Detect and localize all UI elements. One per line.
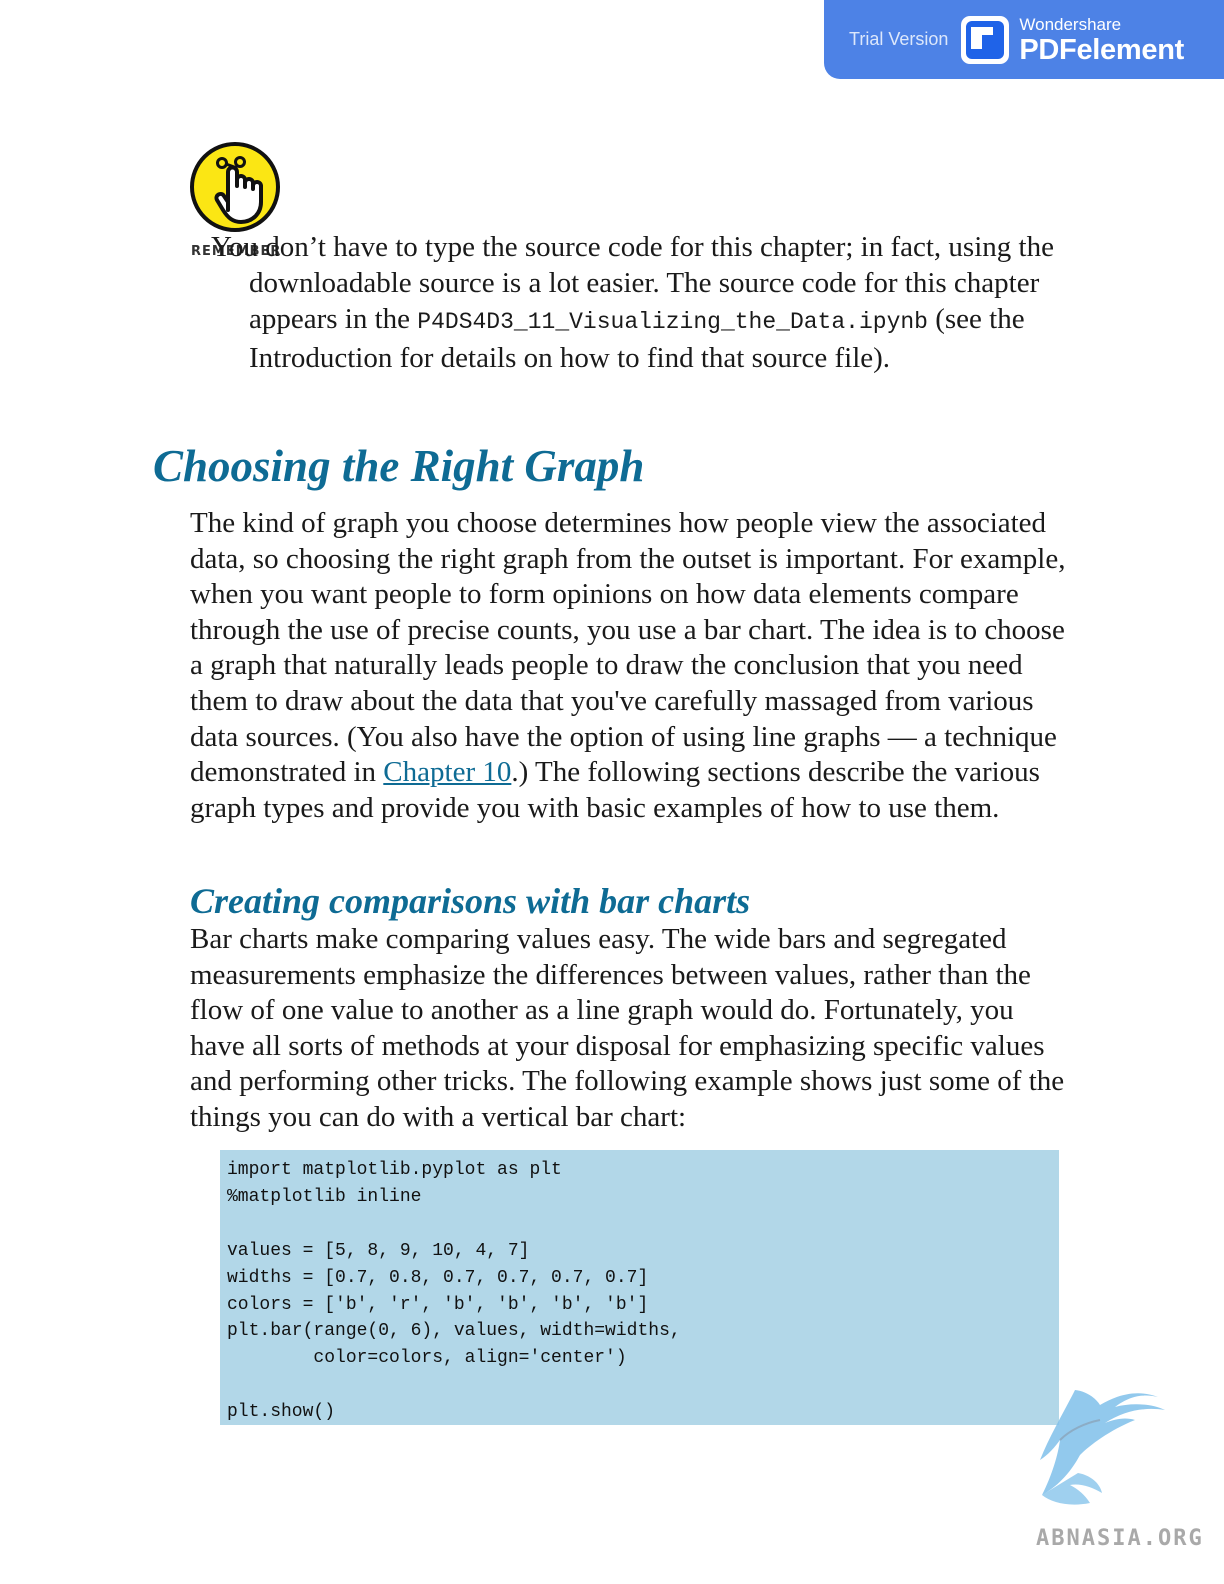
section-heading: Choosing the Right Graph [153, 441, 645, 491]
pdfelement-logo-icon [961, 15, 1010, 64]
code-line: plt.show() [227, 1402, 336, 1422]
chapter-10-link[interactable]: Chapter 10 [383, 756, 512, 789]
watermark-text: ABNASIA.ORG [1036, 1526, 1204, 1551]
subsection-heading: Creating comparisons with bar charts [190, 881, 751, 921]
code-line: colors = ['b', 'r', 'b', 'b', 'b', 'b'] [227, 1295, 649, 1315]
trial-version-label: Trial Version [849, 29, 949, 49]
section-paragraph-text-end: .) The following sections describe the v… [190, 756, 1040, 824]
brand-vendor: Wondershare [1019, 14, 1122, 34]
remember-text-before: You don’t have to type the source code f… [211, 231, 1054, 335]
code-block: import matplotlib.pyplot as plt %matplot… [220, 1150, 1059, 1425]
section-paragraph: The kind of graph you choose determines … [190, 506, 1070, 826]
source-filename: P4DS4D3_11_Visualizing_the_Data.ipynb [417, 309, 928, 335]
code-line: values = [5, 8, 9, 10, 4, 7] [227, 1241, 530, 1261]
subsection-paragraph: Bar charts make comparing values easy. T… [190, 923, 1065, 1133]
griffin-logo-icon [1040, 1390, 1165, 1505]
code-line: %matplotlib inline [227, 1187, 422, 1207]
remember-note: You don’t have to type the source code f… [211, 229, 1069, 376]
brand: Wondershare PDFelement [1019, 15, 1184, 65]
section-paragraph-text: The kind of graph you choose determines … [190, 507, 1066, 789]
trial-banner: Trial Version Wondershare PDFelement [824, 0, 1224, 79]
remember-text-after: (see the Introduction for details on how… [249, 303, 1025, 374]
code-line: plt.bar(range(0, 6), values, width=width… [227, 1321, 681, 1341]
remember-finger-icon [190, 142, 280, 232]
remember-label: REMEMBER [191, 244, 282, 259]
code-line: widths = [0.7, 0.8, 0.7, 0.7, 0.7, 0.7] [227, 1268, 649, 1288]
code-line: import matplotlib.pyplot as plt [227, 1160, 562, 1180]
brand-name: PDFelement [1019, 33, 1184, 66]
code-line: color=colors, align='center') [227, 1348, 627, 1368]
